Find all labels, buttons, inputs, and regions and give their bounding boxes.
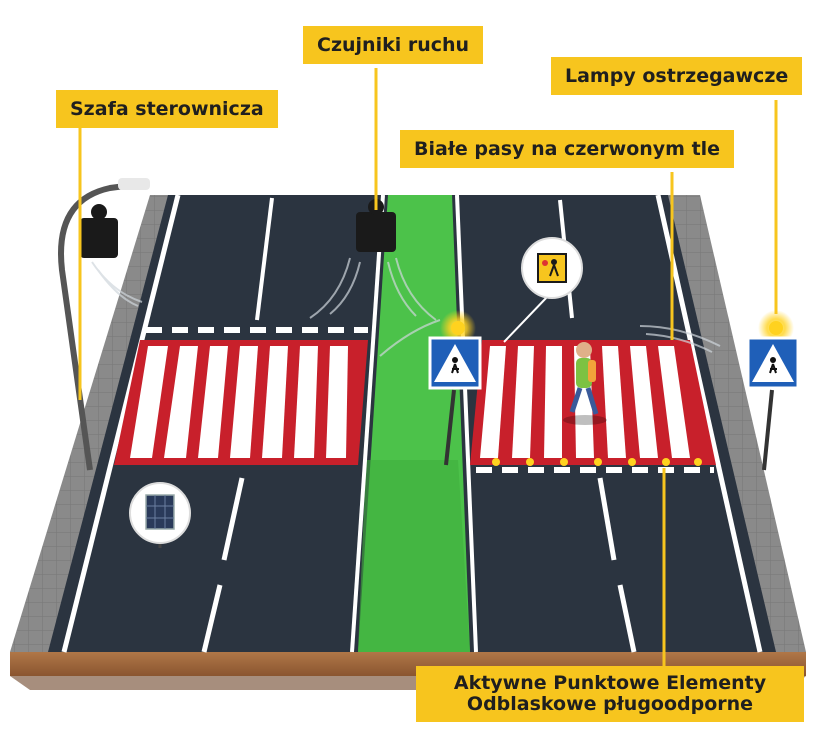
label-reflective-elements-line1: Aktywne Punktowe Elementy: [453, 672, 767, 694]
pedestrian-crossing-sign-icon: [428, 336, 482, 466]
children-crossing-sign-icon: [503, 237, 583, 343]
green-lane: [358, 195, 470, 652]
label-control-cabinet: Szafa sterownicza: [56, 90, 278, 128]
crossing-left: [114, 340, 368, 465]
label-reflective-elements: Aktywne Punktowe Elementy Odblaskowe płu…: [416, 666, 804, 722]
solar-panel-icon: [129, 482, 191, 548]
control-cabinet: [80, 204, 118, 258]
label-motion-sensors: Czujniki ruchu: [303, 26, 484, 64]
label-warning-lamps: Lampy ostrzegawcze: [551, 57, 803, 95]
stop-lines: [146, 327, 714, 473]
label-reflective-elements-line2: Odblaskowe pługoodporne: [466, 693, 754, 715]
label-white-stripes: Białe pasy na czerwonym tle: [400, 130, 735, 168]
pedestrian-figure: [563, 342, 607, 425]
sensor-waves: [91, 257, 721, 357]
callout-lines: [78, 68, 778, 668]
street-lamp: [58, 178, 150, 471]
pedestrian-crossing-sign-icon-right: [746, 336, 800, 471]
road-studs: [492, 458, 702, 466]
